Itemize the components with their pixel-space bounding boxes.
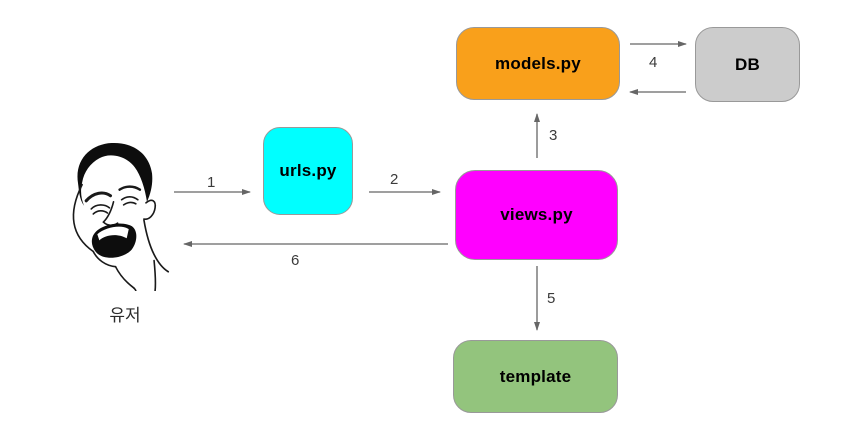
arrow-label-2: 2	[390, 171, 399, 188]
node-urls-py: urls.py	[263, 127, 353, 215]
left-eyebrow	[84, 191, 113, 203]
node-views-py: views.py	[455, 170, 618, 260]
neck-left	[114, 265, 135, 289]
left-eye-closed	[90, 204, 111, 215]
arrow-label-1: 1	[207, 174, 216, 191]
ear	[143, 199, 157, 220]
node-models-py: models.py	[456, 27, 620, 100]
node-template: template	[453, 340, 618, 413]
node-db: DB	[695, 27, 800, 102]
teeth	[97, 226, 129, 241]
arrow-label-5: 5	[547, 290, 556, 307]
shoulder-line	[132, 259, 157, 291]
user-meme-face-illustration	[72, 142, 170, 291]
arrow-label-3: 3	[549, 127, 558, 144]
arrow-label-4: 4	[649, 54, 658, 71]
hair	[77, 142, 153, 206]
actor-label-user: 유저	[109, 306, 141, 325]
face-outline	[72, 183, 95, 253]
right-eyebrow	[118, 185, 142, 191]
right-eye-closed	[120, 195, 139, 206]
neck-right	[143, 219, 170, 273]
jaw	[92, 250, 117, 268]
arrow-label-6: 6	[291, 252, 300, 269]
